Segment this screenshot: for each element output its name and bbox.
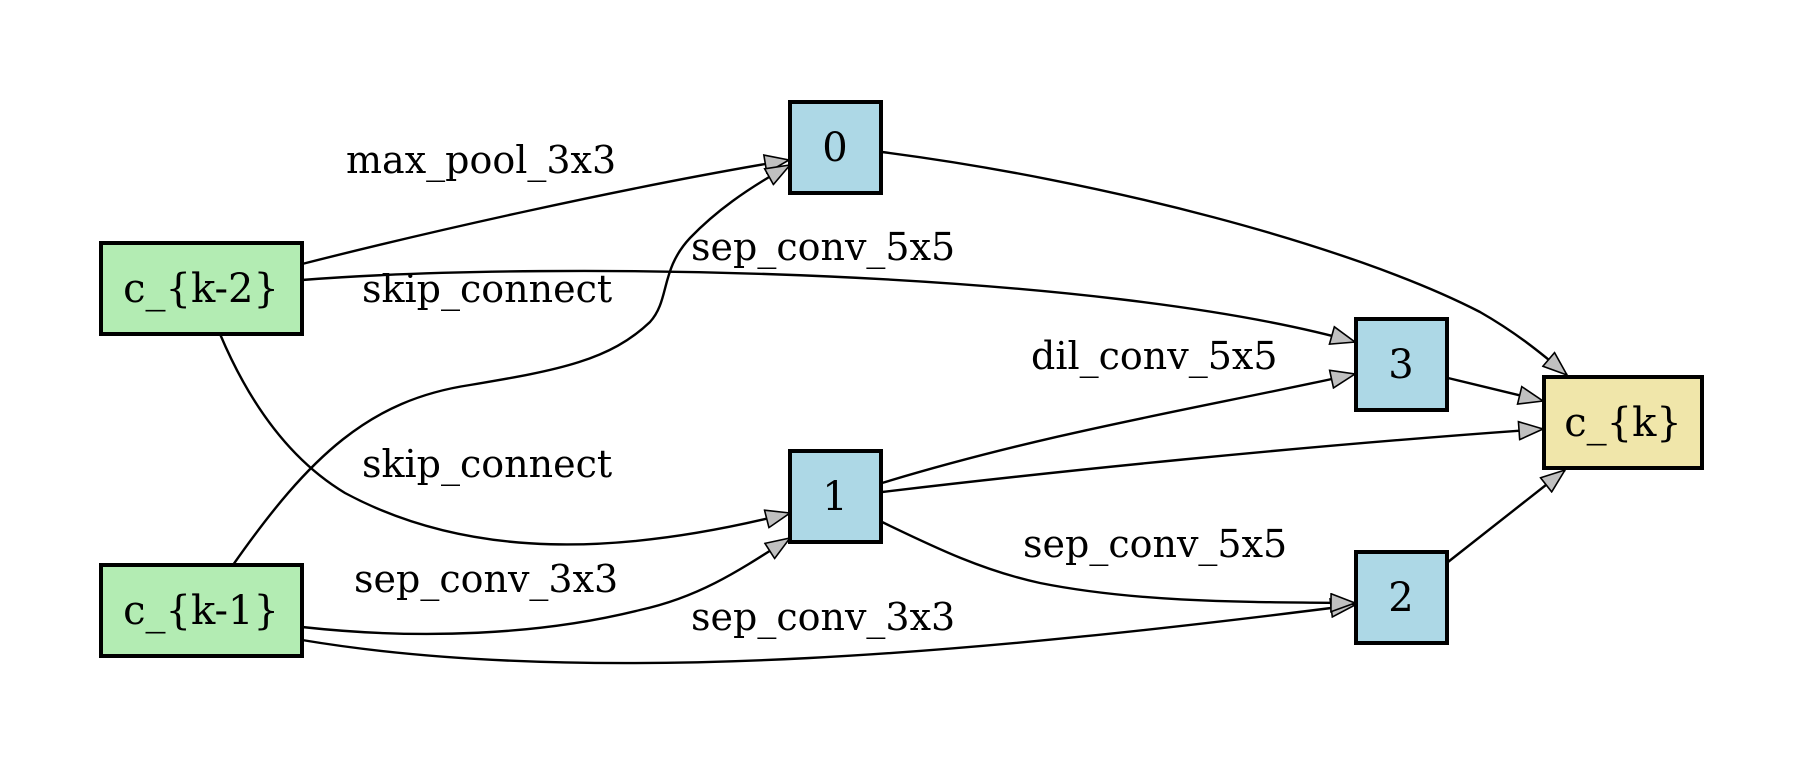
edge-label-ck1-1: sep_conv_3x3 bbox=[354, 557, 618, 602]
node-ck: c_{k} bbox=[1542, 375, 1704, 470]
node-0-box bbox=[788, 100, 883, 195]
node-ck1-label: c_{k-1} bbox=[123, 588, 279, 634]
node-0: 0 bbox=[788, 100, 883, 195]
edge-1-to-3 bbox=[881, 374, 1355, 485]
node-3-label: 3 bbox=[1388, 342, 1413, 388]
edge-2-to-ck bbox=[1447, 470, 1565, 563]
node-ck2-box bbox=[99, 241, 304, 336]
node-1-box bbox=[788, 449, 883, 544]
node-ck-box bbox=[1542, 375, 1704, 470]
node-ck1: c_{k-1} bbox=[99, 563, 304, 658]
edge-ck1-to-1 bbox=[301, 538, 790, 636]
edge-1-to-ck bbox=[881, 429, 1543, 494]
edge-ck2-to-3 bbox=[301, 269, 1355, 342]
node-ck1-box bbox=[99, 563, 304, 658]
node-2: 2 bbox=[1354, 550, 1449, 645]
edge-ck2-to-1 bbox=[218, 333, 790, 546]
node-1: 1 bbox=[788, 449, 883, 544]
node-2-box bbox=[1354, 550, 1449, 645]
node-2-label: 2 bbox=[1388, 575, 1413, 621]
edge-label-ck2-1: skip_connect bbox=[362, 442, 612, 487]
node-0-label: 0 bbox=[822, 125, 847, 171]
node-ck2: c_{k-2} bbox=[99, 241, 304, 336]
node-3: 3 bbox=[1354, 317, 1449, 412]
edge-label-1-3: dil_conv_5x5 bbox=[1031, 334, 1278, 379]
node-ck-label: c_{k} bbox=[1564, 400, 1682, 446]
edge-0-to-ck bbox=[881, 150, 1567, 375]
node-3-box bbox=[1354, 317, 1449, 412]
node-ck2-label: c_{k-2} bbox=[123, 266, 279, 312]
edge-1-to-2 bbox=[881, 520, 1355, 603]
edge-ck1-to-0 bbox=[232, 165, 790, 566]
edge-label-1-2: sep_conv_5x5 bbox=[1023, 522, 1287, 567]
edge-label-ck1-2: sep_conv_3x3 bbox=[691, 595, 955, 640]
node-1-label: 1 bbox=[822, 474, 847, 520]
edge-label-ck2-3: sep_conv_5x5 bbox=[691, 225, 955, 270]
edge-label-ck2-0: max_pool_3x3 bbox=[346, 138, 616, 183]
edge-ck1-to-2 bbox=[301, 605, 1355, 665]
edge-ck2-to-0 bbox=[301, 160, 789, 266]
edge-label-ck1-0: skip_connect bbox=[362, 267, 612, 312]
edge-3-to-ck bbox=[1447, 376, 1543, 401]
